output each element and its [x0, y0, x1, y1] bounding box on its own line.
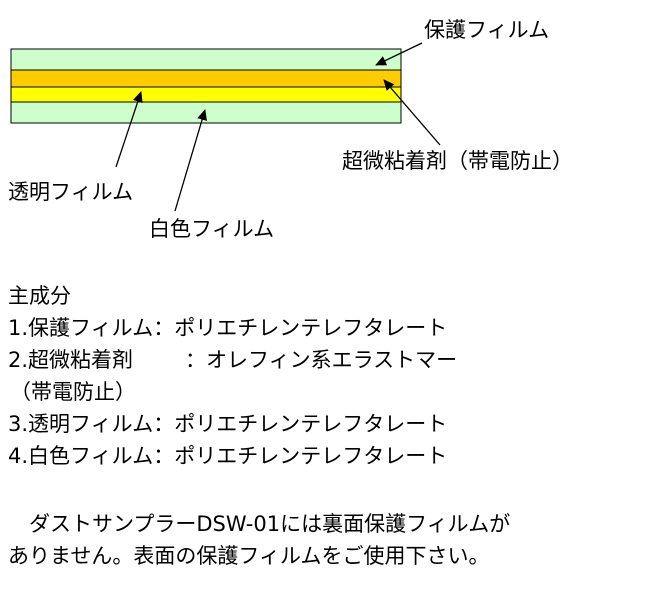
composition-heading: 主成分 — [8, 280, 648, 312]
arrow-adhesive — [383, 79, 441, 146]
composition-sub-note: （帯電防止） — [10, 380, 136, 404]
composition-heading-text: 主成分 — [8, 284, 71, 308]
composition-row-2-sub: （帯電防止） — [8, 376, 648, 408]
composition-row-4: 4.白色フィルム ： ポリエチレンテレフタレート — [8, 440, 648, 472]
composition-name: 3.透明フィルム — [8, 412, 154, 436]
composition-row-2: 2.超微粘着剤 ： オレフィン系エラストマー — [8, 344, 648, 376]
usage-note: ダストサンプラーDSW-01には裏面保護フィルムが ありません。表面の保護フィル… — [8, 508, 648, 572]
layer-adhesive — [10, 69, 402, 88]
usage-note-line-1: ダストサンプラーDSW-01には裏面保護フィルムが — [8, 512, 511, 536]
layer-white-film — [10, 86, 402, 103]
composition-name: 4.白色フィルム — [8, 444, 154, 468]
arrow-transparent-film — [115, 91, 143, 168]
label-white-film: 白色フィルム — [149, 217, 274, 241]
layer-transparent-film — [10, 101, 402, 124]
composition-row-1: 1.保護フィルム ： ポリエチレンテレフタレート — [8, 312, 648, 344]
composition-row-3: 3.透明フィルム ： ポリエチレンテレフタレート — [8, 408, 648, 440]
composition-material: ポリエチレンテレフタレート — [174, 316, 448, 340]
label-protective-film: 保護フィルム — [424, 18, 549, 42]
composition-section: 主成分 1.保護フィルム ： ポリエチレンテレフタレート 2.超微粘着剤 ： オ… — [8, 280, 648, 472]
usage-note-line-2: ありません。表面の保護フィルムをご使用下さい。 — [8, 544, 490, 568]
composition-name: 2.超微粘着剤 — [8, 348, 134, 372]
composition-material: ポリエチレンテレフタレート — [174, 444, 448, 468]
label-transparent-film: 透明フィルム — [8, 180, 133, 204]
composition-name: 1.保護フィルム — [8, 316, 154, 340]
composition-material: ポリエチレンテレフタレート — [174, 412, 448, 436]
arrow-protective-film — [375, 42, 423, 66]
composition-separator: ： — [185, 348, 206, 372]
arrow-white-film — [174, 109, 207, 212]
layer-protective-film — [10, 48, 402, 71]
label-adhesive: 超微粘着剤（帯電防止） — [342, 149, 573, 173]
composition-separator: ： — [153, 316, 175, 340]
composition-material: オレフィン系エラストマー — [206, 348, 458, 372]
composition-separator: ： — [153, 412, 175, 436]
composition-separator: ： — [153, 444, 175, 468]
